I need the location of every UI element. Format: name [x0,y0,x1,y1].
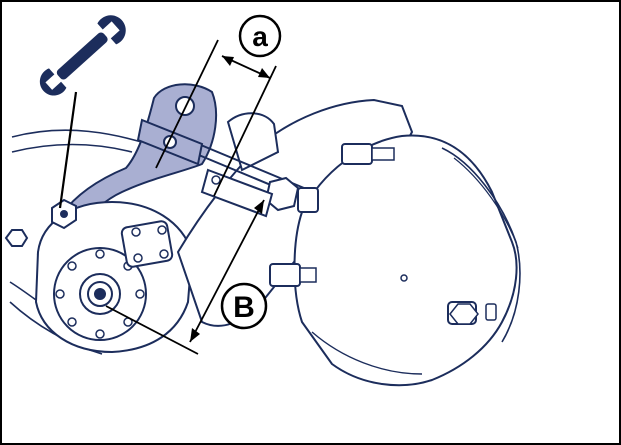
mounting-stud-upper [341,143,395,165]
dimension-a-lines [155,39,277,197]
callout-a: a [238,14,282,58]
arm-pivot-hole [175,96,195,116]
dimension-b-lines [105,199,265,355]
leader-line-nut [58,91,78,209]
callout-b: B [220,282,268,330]
callout-a-label: a [252,21,268,52]
bracket-lug [226,112,280,172]
hex-bolt [4,229,29,247]
gear-housing [120,220,174,268]
rod-sleeve [200,168,274,218]
mounting-stud-lower [269,263,317,287]
adjuster-nut [51,198,77,230]
callout-b-label: B [233,291,255,324]
hub [53,247,147,341]
clamp-bolt [447,301,497,325]
wrench-icon [39,15,126,96]
